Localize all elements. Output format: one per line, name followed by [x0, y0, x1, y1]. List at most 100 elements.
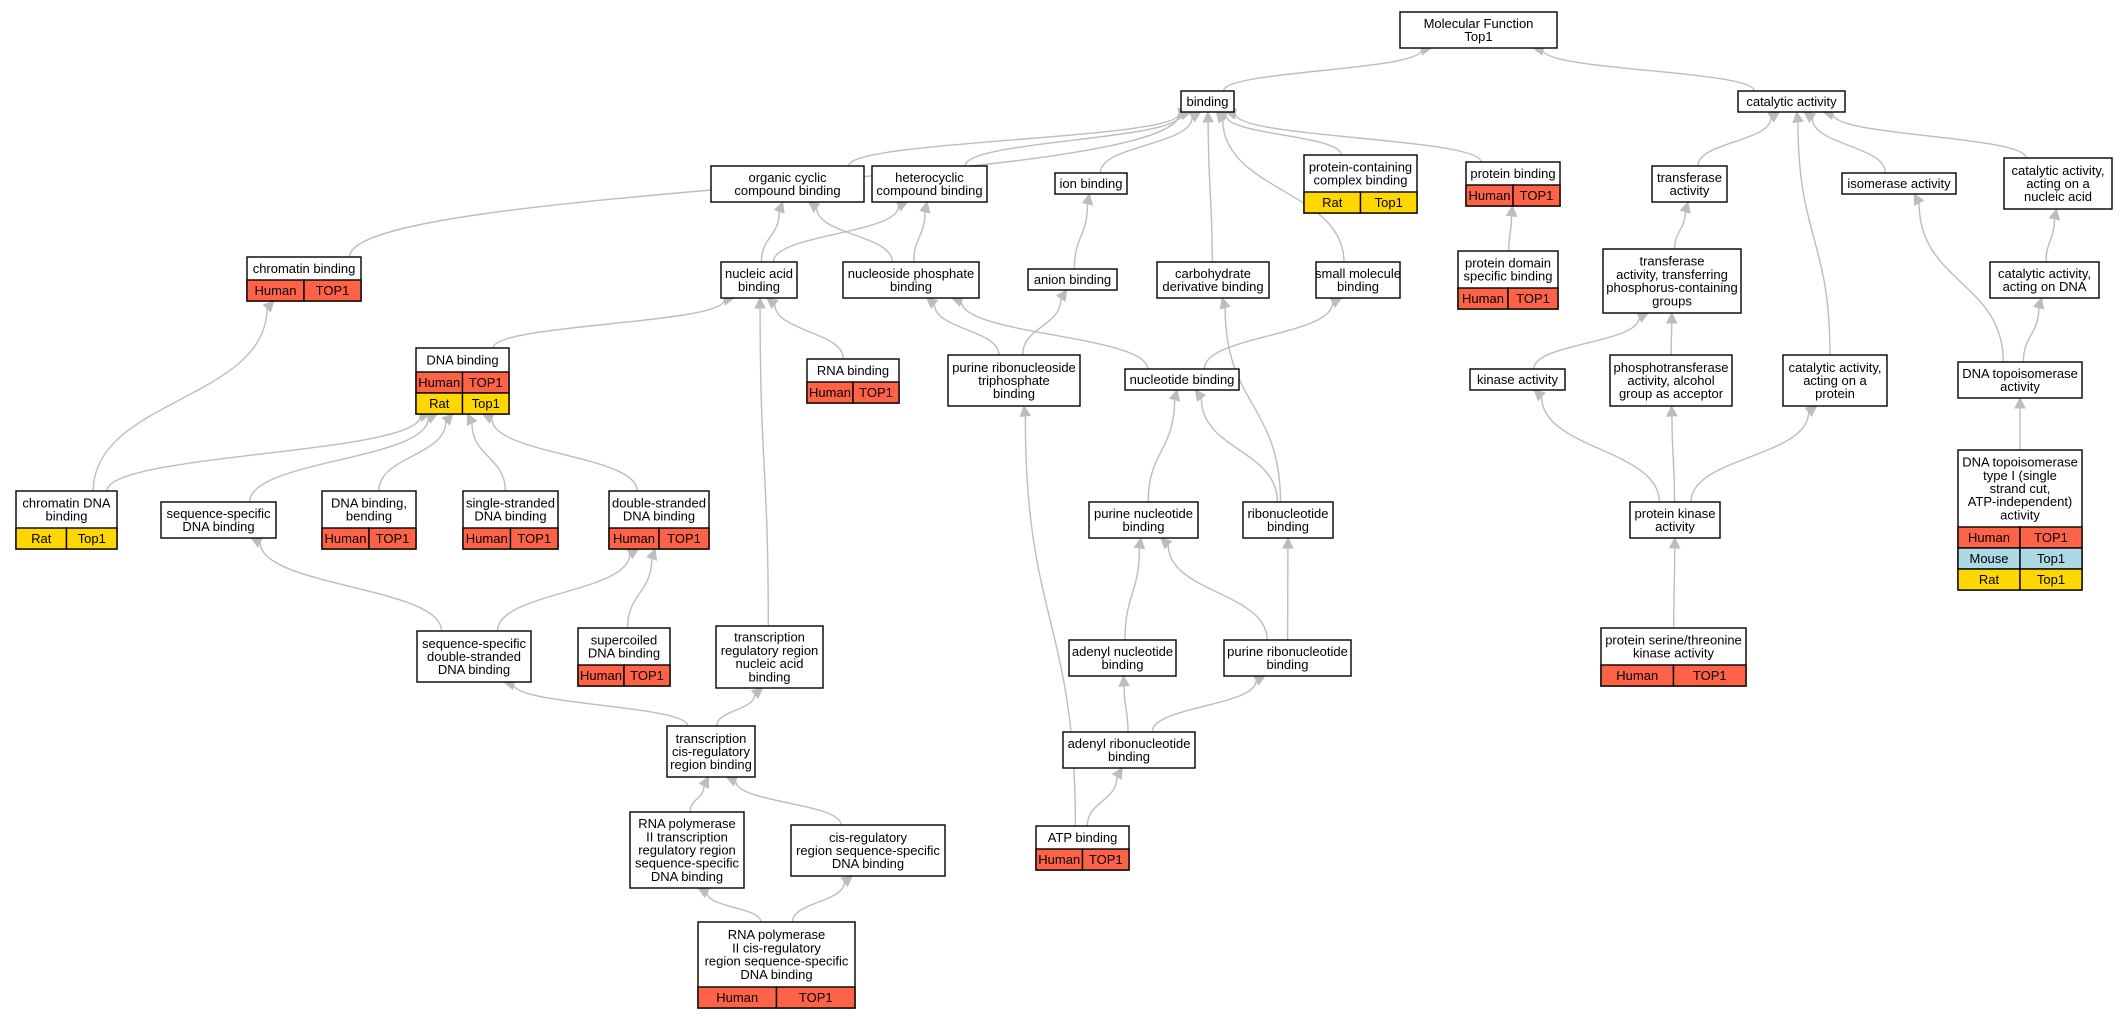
- annotation-gene: Top1: [1375, 195, 1403, 210]
- node-label: complex binding: [1314, 173, 1408, 188]
- node-label: protein binding: [1470, 166, 1555, 181]
- annotation-gene: TOP1: [630, 668, 664, 683]
- node-label: activity, alcohol: [1627, 373, 1714, 388]
- annotation-species: Human: [613, 531, 655, 546]
- node-label: compound binding: [876, 183, 982, 198]
- node-box: [1054, 172, 1128, 195]
- node-box: [1027, 268, 1118, 291]
- node-label: nucleoside phosphate: [848, 266, 975, 281]
- edge-dna-to-na: [492, 299, 725, 349]
- go-term-node-catdna: catalytic activity,acting on DNA: [1989, 261, 2100, 299]
- arrowhead: [1215, 111, 1228, 124]
- edge-ribo-to-nucl: [1200, 398, 1279, 503]
- node-label: small molecule: [1315, 266, 1401, 281]
- arrowhead: [766, 297, 779, 310]
- annotation-gene: TOP1: [1520, 188, 1554, 203]
- node-box: [1315, 261, 1401, 299]
- annotation-species: Human: [1968, 530, 2010, 545]
- node-label: sequence-specific: [166, 506, 271, 521]
- node-label: DNA binding: [651, 869, 723, 884]
- annotation-species: Human: [1616, 668, 1658, 683]
- annotation-species: Human: [1462, 291, 1504, 306]
- node-label: anion binding: [1034, 272, 1111, 287]
- node-box: [1062, 731, 1196, 769]
- annotation-cell: [1507, 287, 1559, 310]
- node-box: [2003, 157, 2113, 210]
- arrowhead: [750, 687, 764, 700]
- edge-pk-to-phos: [1671, 415, 1676, 503]
- node-box: [790, 824, 946, 877]
- edge-rna-to-na: [774, 304, 845, 360]
- node-box: [1651, 165, 1728, 203]
- annotation-gene: TOP1: [1693, 668, 1727, 683]
- edge-dstr-to-dna: [491, 418, 638, 492]
- edge-bend-to-dna: [378, 421, 447, 492]
- node-label: transcription: [676, 731, 747, 746]
- annotation-cell: [368, 527, 417, 550]
- arrowhead: [1665, 311, 1678, 324]
- node-label: RNA polymerase: [728, 927, 826, 942]
- node-label: protein-containing: [1309, 159, 1412, 174]
- node-label: II cis-regulatory: [732, 940, 821, 955]
- edge-cisr-to-tcis: [734, 780, 842, 826]
- edge-arib-to-adn: [1123, 685, 1129, 733]
- node-label: protein: [1815, 386, 1855, 401]
- node-label: protein serine/threonine: [1605, 632, 1742, 647]
- node-label: nucleic acid: [736, 656, 804, 671]
- node-label: II transcription: [646, 829, 728, 844]
- edge-kin-to-trfp: [1533, 317, 1640, 370]
- annotation-species: Human: [418, 375, 460, 390]
- node-label: transferase: [1639, 254, 1704, 269]
- node-label: activity: [2000, 507, 2040, 522]
- node-label: binding: [1267, 657, 1309, 672]
- node-label: carbohydrate: [1175, 266, 1251, 281]
- node-box: [1223, 639, 1352, 677]
- edge-small-to-bind: [1222, 119, 1345, 263]
- edge-ribo-to-carb: [1224, 307, 1282, 503]
- node-label: cis-regulatory: [829, 830, 908, 845]
- edge-rnapc-to-rnap: [706, 892, 762, 923]
- annotation-gene: TOP1: [1516, 291, 1550, 306]
- node-box: [720, 261, 798, 299]
- edge-topo-to-catdna: [2022, 307, 2040, 363]
- edge-na-to-org: [760, 211, 780, 263]
- edge-trfp-to-trf: [1674, 211, 1686, 250]
- edge-pdom-to-prot: [1507, 215, 1513, 252]
- edge-prot-to-bind: [1234, 113, 1482, 163]
- node-label: catalytic activity,: [1998, 266, 2091, 281]
- node-label: catalytic activity,: [2012, 163, 2105, 178]
- node-label: Top1: [1464, 29, 1492, 44]
- annotation-species: Human: [466, 531, 508, 546]
- node-label: binding: [46, 509, 88, 524]
- node-label: transferase: [1657, 170, 1722, 185]
- arrowhead: [262, 300, 275, 313]
- annotation-species: Human: [255, 283, 297, 298]
- edge-nsp-to-het: [913, 211, 926, 263]
- go-term-node-anion: anion binding: [1027, 268, 1118, 291]
- node-label: bending: [346, 509, 392, 524]
- node-box: [666, 725, 756, 778]
- annotation-species: Rat: [31, 531, 52, 546]
- edge-topo-to-iso: [1918, 202, 2004, 363]
- node-label: binding: [1123, 519, 1165, 534]
- node-label: binding: [749, 669, 791, 684]
- node-label: sequence-specific: [422, 636, 527, 651]
- edge-trna-to-na: [759, 307, 769, 627]
- node-label: RNA binding: [817, 363, 889, 378]
- annotation-gene: TOP1: [667, 531, 701, 546]
- node-label: DNA binding: [832, 856, 904, 871]
- annotation-gene: TOP1: [469, 375, 503, 390]
- arrowhead: [1133, 536, 1146, 550]
- arrowhead: [1111, 767, 1123, 780]
- edge-trf-to-cat: [1697, 117, 1772, 167]
- node-box: [1609, 354, 1733, 407]
- node-box: [1841, 172, 1957, 195]
- node-label: transcription: [734, 630, 805, 645]
